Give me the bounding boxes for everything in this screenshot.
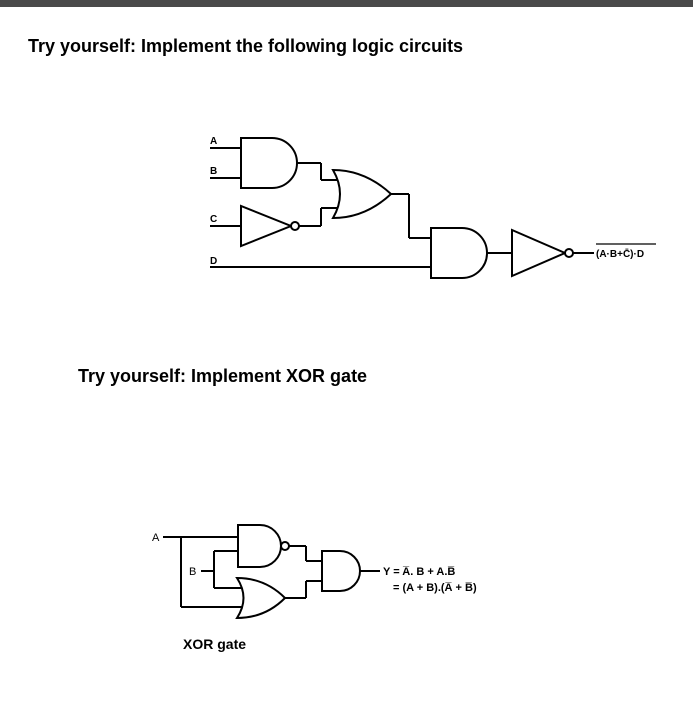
and-gate-2 <box>430 227 488 279</box>
not-gate-2 <box>511 228 568 278</box>
input-label-d: D <box>210 256 217 267</box>
input-label-a: A <box>210 136 217 147</box>
xor-equation-line-1: Y = A̅. B + A.B̅ <box>383 566 455 578</box>
input-label-b: B <box>210 166 217 177</box>
nand-gate <box>237 524 282 568</box>
and-gate-1 <box>240 137 298 189</box>
input-label-c: C <box>210 214 217 225</box>
or-gate-1 <box>331 168 393 220</box>
circuit-1: A B C D (A·B+C̄)·D <box>210 136 656 279</box>
output-expression: (A·B+C̄)·D <box>596 248 644 260</box>
xor-and-gate <box>321 550 361 592</box>
xor-circuit: A B Y = A̅. B + A.B̅ = (A + B).(A̅ + B̅)… <box>152 524 477 652</box>
page-heading-logic-circuits: Try yourself: Implement the following lo… <box>28 36 464 56</box>
window-top-bar <box>0 0 693 7</box>
nand-gate-bubble <box>280 541 290 551</box>
not-gate-1 <box>240 204 294 248</box>
page-heading-xor-gate: Try yourself: Implement XOR gate <box>78 366 368 386</box>
xor-or-gate <box>235 576 287 620</box>
xor-input-label-a: A <box>152 532 160 544</box>
not-gate-1-bubble <box>290 221 300 231</box>
xor-caption: XOR gate <box>183 636 246 652</box>
xor-equation-line-2: = (A + B).(A̅ + B̅) <box>393 582 477 594</box>
xor-input-label-b: B <box>189 566 196 578</box>
not-gate-2-bubble <box>564 248 574 258</box>
